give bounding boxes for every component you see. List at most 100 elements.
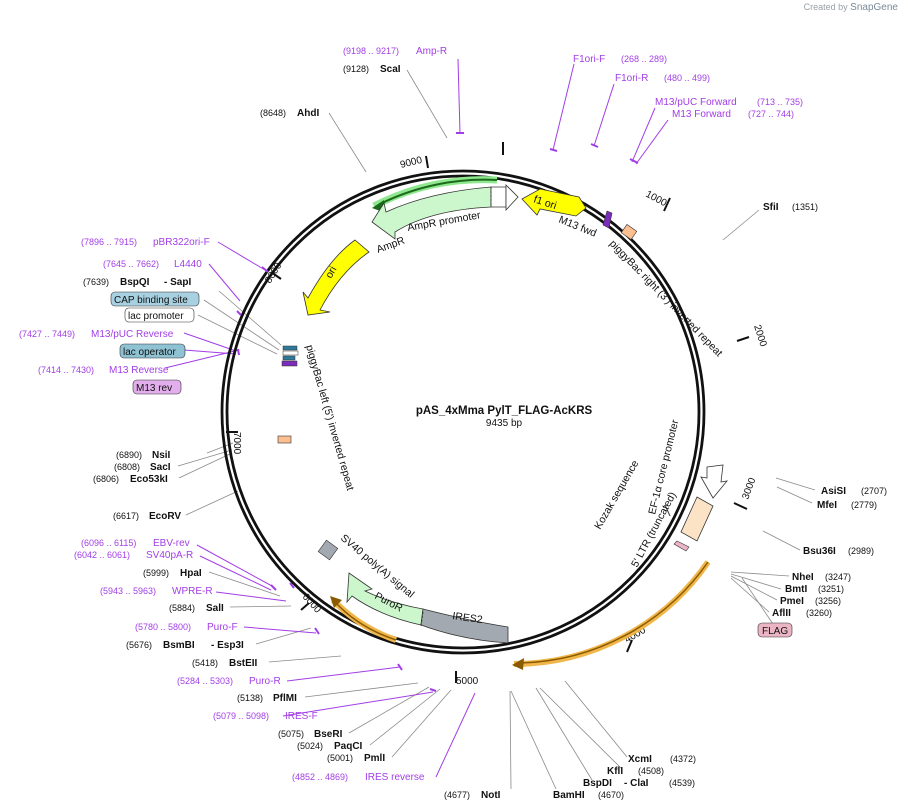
iresRev-name[interactable]: IRES reverse	[365, 772, 425, 783]
l4440-name[interactable]: L4440	[174, 259, 202, 270]
pflmi-pos: (5138)	[237, 693, 263, 703]
ori-feature[interactable]	[302, 239, 370, 316]
scaI-name[interactable]: ScaI	[380, 64, 401, 75]
plasmid-title: pAS_4xMma PylT_FLAG-AcKRS	[416, 405, 593, 417]
hpaI-name[interactable]: HpaI	[180, 568, 202, 579]
bsu36i-name[interactable]: Bsu36I	[803, 546, 836, 557]
m13F-name[interactable]: M13 Forward	[672, 109, 731, 120]
bsteii-pos: (5418)	[192, 658, 218, 668]
ires2-feature[interactable]	[420, 608, 509, 644]
ef1a-feature[interactable]	[700, 464, 728, 499]
ori-label: ori	[323, 264, 339, 280]
m13pucF-name[interactable]: M13/pUC Forward	[655, 97, 737, 108]
pmlI-name[interactable]: PmlI	[364, 753, 385, 764]
m13-fwd-label: M13 fwd	[557, 214, 598, 240]
ampr-promoter-box[interactable]	[490, 186, 507, 208]
lac-promoter-box[interactable]	[124, 307, 195, 323]
f1-ori-feature[interactable]	[521, 188, 587, 217]
credit-prefix: Created by	[803, 2, 848, 12]
l4440-range: (7645 .. 7662)	[103, 259, 159, 269]
ampr-feature[interactable]	[371, 186, 492, 240]
ampr-promoter-arrow[interactable]	[505, 184, 519, 212]
lac-promoter-mark[interactable]	[282, 350, 299, 356]
f1oriF-name[interactable]: F1ori-F	[573, 54, 605, 65]
tick-1000: 1000	[644, 189, 669, 209]
sacI-pos: (6808)	[114, 462, 140, 472]
kozak-feature[interactable]	[673, 540, 690, 552]
cap-box[interactable]	[110, 291, 200, 307]
ecorv-name[interactable]: EcoRV	[149, 511, 181, 522]
m13rev-box[interactable]	[132, 379, 182, 395]
kflI-name[interactable]: KflI	[607, 766, 623, 777]
salI-pos: (5884)	[169, 603, 195, 613]
backbone-inner	[225, 174, 701, 650]
wpre-range: (5943 .. 5963)	[100, 586, 156, 596]
bmtI-name[interactable]: BmtI	[785, 584, 807, 595]
sfiI-name[interactable]: SfiI	[763, 202, 779, 213]
ampR-name[interactable]: Amp-R	[416, 46, 447, 57]
clai-name[interactable]: - ClaI	[624, 778, 649, 789]
pbr322-range: (7896 .. 7915)	[81, 237, 137, 247]
bseri-name[interactable]: BseRI	[314, 729, 343, 740]
salI-name[interactable]: SalI	[206, 603, 224, 614]
bsmbi-name[interactable]: BsmBI	[163, 640, 195, 651]
notI-name[interactable]: NotI	[481, 790, 501, 801]
pb-right-label: piggyBac right (3') inverted repeat	[607, 238, 725, 360]
flag-box[interactable]	[757, 622, 793, 638]
eco53kI-name[interactable]: Eco53kI	[130, 474, 168, 485]
m13R-name[interactable]: M13 Reverse	[109, 365, 169, 376]
mfeI-name[interactable]: MfeI	[817, 500, 837, 511]
ahdI-pos: (8648)	[260, 108, 286, 118]
pb-right-box[interactable]	[620, 224, 638, 240]
sv40-polya-box[interactable]	[317, 539, 339, 561]
bspdi-pos: (4539)	[669, 778, 695, 788]
asiSI-pos: (2707)	[861, 486, 887, 496]
notI-pos: (4677)	[444, 790, 470, 800]
tick-2000: 2000	[751, 324, 768, 349]
xcmI-name[interactable]: XcmI	[628, 754, 652, 765]
puroF-range: (5780 .. 5800)	[135, 622, 191, 632]
sv40pa-name[interactable]: SV40pA-R	[146, 550, 193, 561]
pmeI-name[interactable]: PmeI	[780, 596, 804, 607]
tick-7000: 7000	[231, 432, 242, 455]
puroR-name[interactable]: Puro-R	[249, 676, 281, 687]
flag-label: FLAG	[762, 626, 788, 637]
iresF-name[interactable]: IRES-F	[285, 711, 318, 722]
bspdi-name[interactable]: BspDI	[583, 778, 612, 789]
nsiI-name[interactable]: NsiI	[152, 450, 171, 461]
m13pucR-name[interactable]: M13/pUC Reverse	[91, 329, 174, 340]
m13-rev-mark[interactable]	[281, 360, 298, 367]
bsteii-name[interactable]: BstEII	[229, 658, 258, 669]
aflII-name[interactable]: AflII	[772, 608, 791, 619]
lac-operator-box[interactable]	[119, 343, 186, 359]
bspqi-name[interactable]: BspQI	[120, 277, 150, 288]
ebv-range: (6096 .. 6115)	[81, 538, 136, 548]
puroF-name[interactable]: Puro-F	[207, 622, 238, 633]
esp3i-name[interactable]: - Esp3I	[211, 640, 244, 651]
m13-fwd-feature[interactable]	[602, 210, 613, 229]
wpre-name[interactable]: WPRE-R	[172, 586, 213, 597]
nheI-name[interactable]: NheI	[792, 572, 814, 583]
aflII-pos: (3260)	[806, 608, 832, 618]
asiSI-name[interactable]: AsiSI	[821, 486, 846, 497]
cap-site-mark[interactable]	[282, 345, 298, 351]
kozak-label: Kozak sequence	[592, 458, 641, 531]
paqci-name[interactable]: PaqCI	[334, 741, 363, 752]
sapI-name[interactable]: - SapI	[164, 277, 191, 288]
pb-left-box[interactable]	[277, 435, 292, 444]
pbr322-name[interactable]: pBR322ori-F	[153, 237, 210, 248]
acKRS-highlight	[513, 560, 711, 667]
ebv-name[interactable]: EBV-rev	[153, 538, 190, 549]
kozak-tick	[664, 504, 671, 517]
ahdI-name[interactable]: AhdI	[297, 108, 319, 119]
f1oriR-name[interactable]: F1ori-R	[615, 73, 648, 84]
lac-promoter-label: lac promoter	[128, 311, 184, 322]
puror-feature[interactable]	[346, 572, 424, 626]
tick-marks	[226, 142, 750, 683]
ltr-feature[interactable]	[680, 496, 714, 542]
sacI-name[interactable]: SacI	[150, 462, 171, 473]
pflmi-name[interactable]: PflMI	[273, 693, 297, 704]
lac-operator-mark[interactable]	[282, 355, 296, 361]
bamhi-name[interactable]: BamHI	[553, 790, 585, 801]
